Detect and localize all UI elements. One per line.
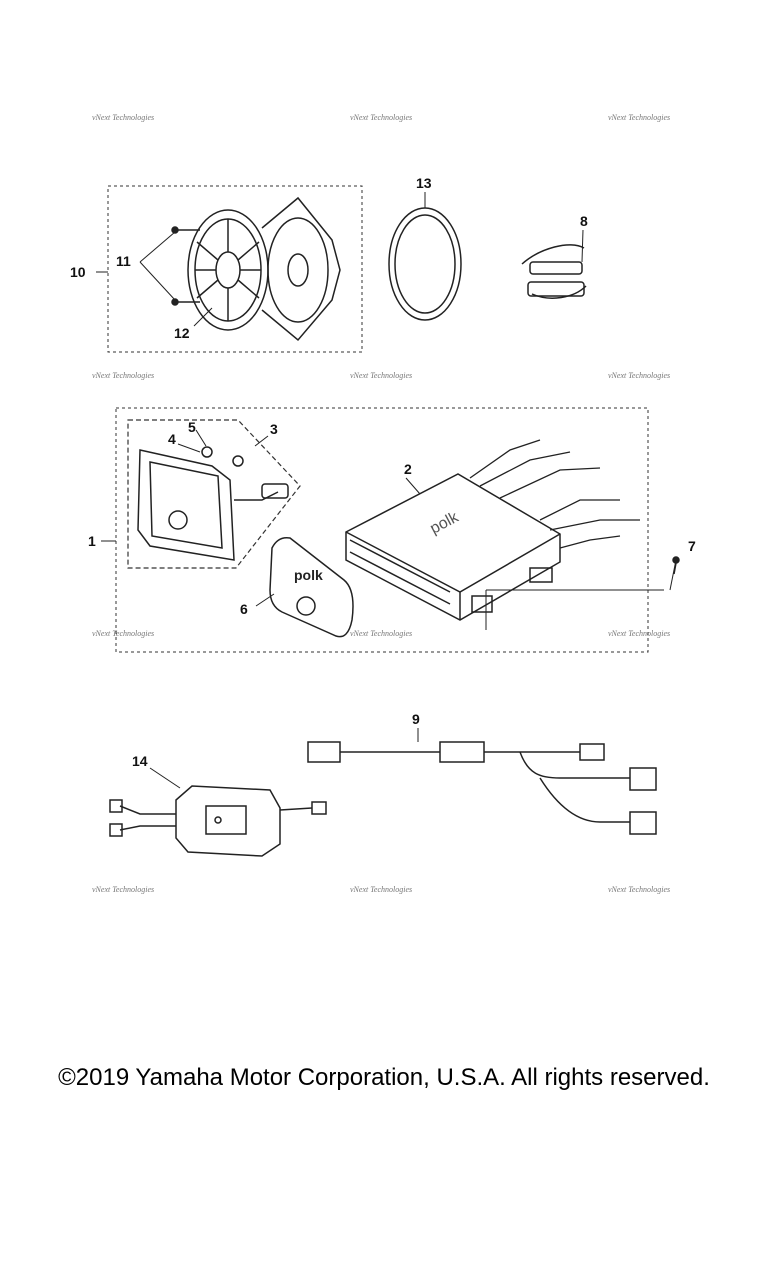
watermark-text: vNext Technologies bbox=[608, 113, 670, 122]
watermark-text: vNext Technologies bbox=[350, 113, 412, 122]
speaker-frame bbox=[261, 196, 341, 342]
speaker-group-box bbox=[107, 185, 363, 353]
watermark-text: vNext Technologies bbox=[92, 371, 154, 380]
audio-kit-group-box bbox=[115, 407, 649, 653]
speaker-grille bbox=[187, 209, 269, 331]
amplifier-brand-label: polk bbox=[427, 508, 462, 537]
watermark-text: vNext Technologies bbox=[608, 885, 670, 894]
watermark-text: vNext Technologies bbox=[92, 113, 154, 122]
nuts bbox=[201, 446, 244, 467]
control-head-group-box bbox=[127, 419, 301, 569]
callout-9: 9 bbox=[412, 711, 420, 727]
bezel-brand-label: polk bbox=[294, 567, 323, 583]
callout-5: 5 bbox=[188, 419, 196, 435]
watermark-text: vNext Technologies bbox=[608, 629, 670, 638]
watermark-text: vNext Technologies bbox=[608, 371, 670, 380]
callout-10: 10 bbox=[70, 264, 86, 280]
callout-6: 6 bbox=[240, 601, 248, 617]
control-head-unit bbox=[137, 449, 289, 561]
watermark-text: vNext Technologies bbox=[350, 885, 412, 894]
callout-11: 11 bbox=[116, 253, 131, 269]
watermark-text: vNext Technologies bbox=[92, 629, 154, 638]
callout-13: 13 bbox=[416, 175, 432, 191]
watermark-text: vNext Technologies bbox=[350, 629, 412, 638]
callout-12: 12 bbox=[174, 325, 190, 341]
amplifier-unit bbox=[345, 473, 561, 621]
callout-8: 8 bbox=[580, 213, 588, 229]
callout-4: 4 bbox=[168, 431, 176, 447]
callout-14: 14 bbox=[132, 753, 148, 769]
amplifier-wiring bbox=[469, 439, 640, 549]
wiring-harness bbox=[307, 741, 657, 835]
watermark-text: vNext Technologies bbox=[350, 371, 412, 380]
bezel bbox=[269, 536, 354, 638]
watermark-text: vNext Technologies bbox=[92, 885, 154, 894]
screws bbox=[171, 226, 200, 306]
callout-3: 3 bbox=[270, 421, 278, 437]
control-module bbox=[109, 785, 327, 857]
gasket-ring bbox=[388, 207, 462, 321]
watermarks: vNext Technologies vNext Technologies vN… bbox=[92, 113, 670, 894]
callout-1: 1 bbox=[88, 533, 96, 549]
connector-harness bbox=[521, 244, 587, 299]
copyright-text: ©2019 Yamaha Motor Corporation, U.S.A. A… bbox=[58, 1064, 710, 1091]
callout-labels: 10 11 12 13 8 1 2 3 4 5 6 7 9 14 bbox=[70, 175, 696, 769]
leader-lines bbox=[96, 192, 677, 789]
callout-2: 2 bbox=[404, 461, 412, 477]
callout-7: 7 bbox=[688, 538, 696, 554]
